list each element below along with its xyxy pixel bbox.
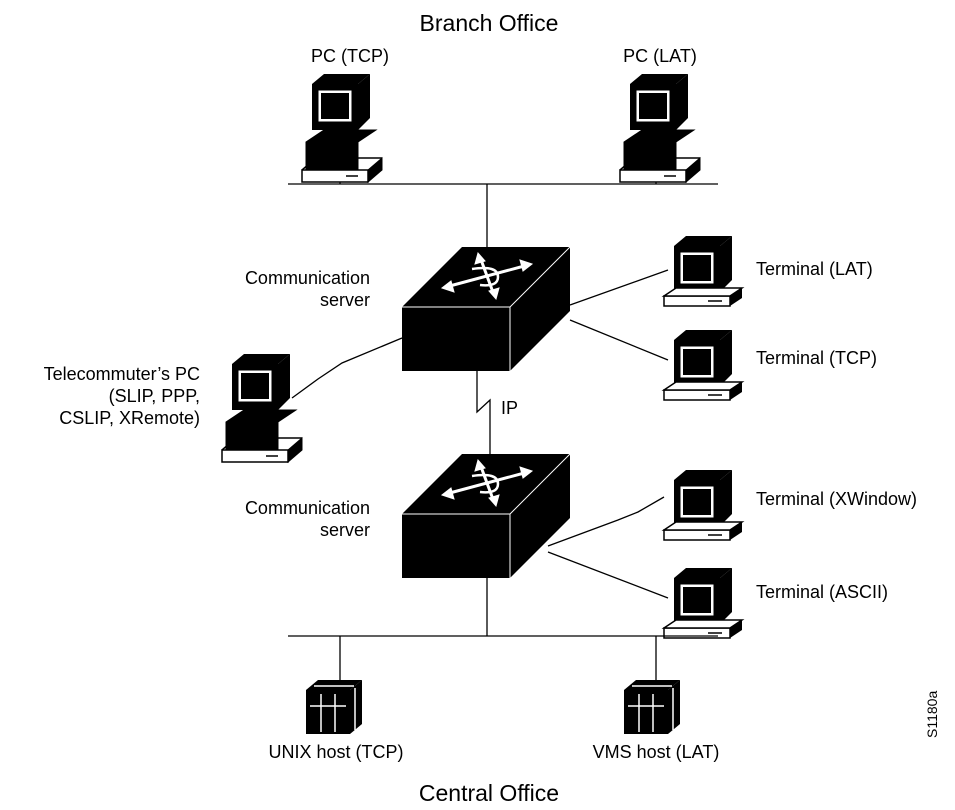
central-office-title: Central Office	[419, 780, 559, 806]
vms-host-label: VMS host (LAT)	[593, 742, 720, 762]
telecommuter-pc-icon	[221, 353, 303, 463]
terminal-xwindow-link	[547, 496, 665, 547]
pc-tcp-label: PC (TCP)	[311, 46, 389, 66]
pc-tcp-icon	[301, 73, 383, 183]
ip-link-label: IP	[501, 398, 518, 418]
terminal-xwindow-label: Terminal (XWindow)	[756, 489, 917, 509]
terminal-xwindow-icon	[663, 469, 743, 541]
unix-host-label: UNIX host (TCP)	[268, 742, 403, 762]
pc-lat-icon	[619, 73, 701, 183]
pc-lat-label: PC (LAT)	[623, 46, 697, 66]
ip-link	[476, 371, 491, 454]
telecommuter-dialup-link	[291, 337, 403, 399]
terminal-lat-link	[569, 269, 669, 306]
unix-host-icon	[305, 679, 363, 735]
terminal-ascii-icon	[663, 567, 743, 639]
communication-server-1-label: Communication	[245, 268, 370, 288]
terminal-ascii-label: Terminal (ASCII)	[756, 582, 888, 602]
communication-server-1-label-2: server	[320, 290, 370, 310]
terminal-lat-label: Terminal (LAT)	[756, 259, 873, 279]
communication-server-2-label: Communication	[245, 498, 370, 518]
communication-server-1-icon	[400, 245, 572, 373]
figure-id: S1180a	[924, 691, 940, 738]
telecommuter-label-1: Telecommuter’s PC	[44, 364, 200, 384]
telecommuter-label-2: (SLIP, PPP,	[109, 386, 200, 406]
terminal-tcp-link	[569, 319, 669, 361]
vms-host-icon	[623, 679, 681, 735]
terminal-tcp-icon	[663, 329, 743, 401]
communication-server-2-label-2: server	[320, 520, 370, 540]
terminal-lat-icon	[663, 235, 743, 307]
branch-office-title: Branch Office	[420, 10, 559, 36]
telecommuter-label-3: CSLIP, XRemote)	[59, 408, 200, 428]
communication-server-2-icon	[400, 452, 572, 580]
terminal-ascii-link	[547, 551, 669, 599]
terminal-tcp-label: Terminal (TCP)	[756, 348, 877, 368]
